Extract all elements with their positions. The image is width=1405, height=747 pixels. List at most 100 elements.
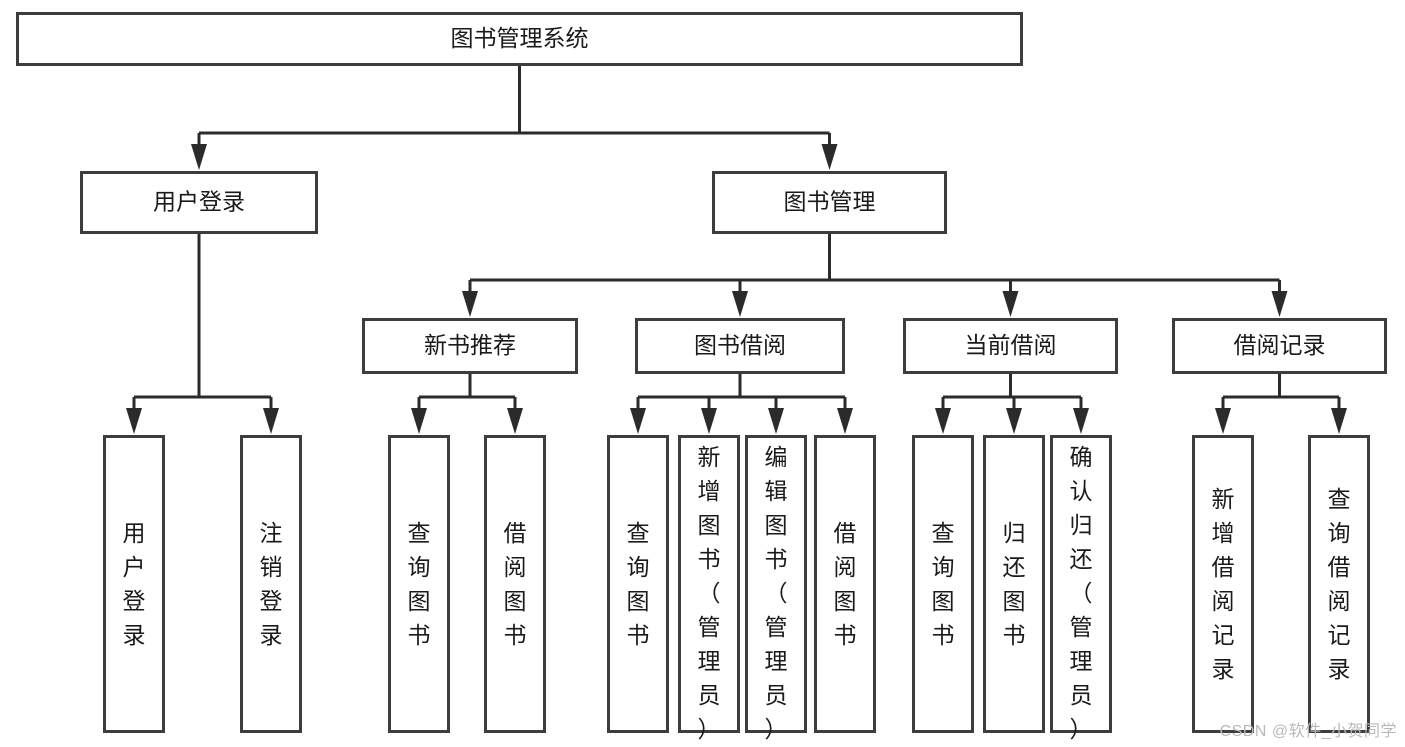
arrowhead-icon: [701, 408, 717, 434]
arrowhead-icon: [126, 408, 142, 434]
node-label-glyph: ）: [698, 716, 721, 742]
node-box[interactable]: [1192, 435, 1254, 733]
node-box[interactable]: [484, 435, 546, 733]
node-label-glyph: 询: [932, 554, 955, 580]
node-label-glyph: 阅: [1212, 588, 1235, 614]
node-l2d[interactable]: 借阅记录: [1172, 318, 1387, 374]
node-layer: 图书管理系统用户登录图书管理新书推荐图书借阅当前借阅借阅记录用户登录注销登录查询…: [16, 12, 1387, 743]
node-label-glyph: 借: [1328, 554, 1351, 580]
node-label-glyph: 录: [1212, 656, 1235, 682]
node-label-glyph: 还: [1070, 546, 1093, 572]
node-box[interactable]: [16, 12, 1023, 66]
node-label: 新书推荐: [424, 332, 516, 358]
node-box[interactable]: [388, 435, 450, 733]
node-l1a[interactable]: 用户登录: [80, 171, 318, 234]
node-label-glyph: 借: [504, 520, 527, 546]
node-label-glyph: （: [765, 580, 788, 606]
node-l2a[interactable]: 新书推荐: [362, 318, 578, 374]
node-box[interactable]: [362, 318, 578, 374]
node-box[interactable]: [912, 435, 974, 733]
node-box[interactable]: [678, 435, 740, 733]
node-label-glyph: 员: [765, 682, 788, 708]
node-l2c[interactable]: 当前借阅: [903, 318, 1118, 374]
node-label-glyph: 借: [1212, 554, 1235, 580]
node-box[interactable]: [745, 435, 807, 733]
node-label-glyph: 书: [627, 622, 650, 648]
node-box[interactable]: [607, 435, 669, 733]
node-label-glyph: 录: [1328, 656, 1351, 682]
node-label-glyph: 书: [408, 622, 431, 648]
node-label-glyph: 图: [698, 512, 721, 538]
node-label-glyph: 归: [1070, 512, 1093, 538]
node-label-glyph: 辑: [765, 478, 788, 504]
node-box[interactable]: [903, 318, 1118, 374]
arrowhead-icon: [1331, 408, 1347, 434]
arrowhead-icon: [821, 144, 838, 170]
node-label: 借阅记录: [1234, 332, 1326, 358]
node-label-glyph: 查: [932, 520, 955, 546]
node-label-glyph: 书: [504, 622, 527, 648]
node-label-glyph: 图: [408, 588, 431, 614]
node-label-glyph: （: [698, 580, 721, 606]
node-label-glyph: 阅: [1328, 588, 1351, 614]
node-label-glyph: 询: [627, 554, 650, 580]
node-label-glyph: 查: [1328, 486, 1351, 512]
node-l2b[interactable]: 图书借阅: [635, 318, 845, 374]
arrowhead-icon: [768, 408, 784, 434]
node-l1b[interactable]: 图书管理: [712, 171, 947, 234]
node-label-glyph: 书: [1003, 622, 1026, 648]
arrowhead-icon: [732, 291, 748, 317]
node-label: 图书借阅: [694, 332, 786, 358]
node-label-glyph: 借: [834, 520, 857, 546]
node-box[interactable]: [814, 435, 876, 733]
node-label-glyph: 理: [698, 648, 721, 674]
node-box[interactable]: [983, 435, 1045, 733]
connector-layer: [126, 66, 1347, 434]
node-label-glyph: ）: [1070, 716, 1093, 742]
node-label-glyph: 查: [627, 520, 650, 546]
node-label-glyph: 理: [765, 648, 788, 674]
node-label: 图书管理: [784, 189, 876, 215]
node-box[interactable]: [240, 435, 302, 733]
node-label-glyph: 登: [123, 588, 146, 614]
node-box[interactable]: [103, 435, 165, 733]
arrowhead-icon: [507, 408, 523, 434]
node-label-glyph: 用: [123, 520, 146, 546]
node-label-glyph: 增: [1212, 520, 1235, 546]
node-label-glyph: 录: [260, 622, 283, 648]
node-box[interactable]: [635, 318, 845, 374]
arrowhead-icon: [630, 408, 646, 434]
node-label-glyph: 归: [1003, 520, 1026, 546]
node-label: 用户登录: [153, 189, 245, 215]
arrowhead-icon: [191, 144, 207, 170]
node-leaf1[interactable]: 用户登录: [103, 435, 165, 733]
node-label-glyph: 图: [504, 588, 527, 614]
node-box[interactable]: [1172, 318, 1387, 374]
node-label-glyph: 认: [1070, 478, 1093, 504]
node-box[interactable]: [712, 171, 947, 234]
node-label-glyph: 录: [123, 622, 146, 648]
node-label-glyph: （: [1070, 580, 1093, 606]
node-root[interactable]: 图书管理系统: [16, 12, 1023, 66]
node-label-glyph: 图: [627, 588, 650, 614]
node-box[interactable]: [1050, 435, 1112, 733]
node-label-glyph: 记: [1328, 622, 1351, 648]
node-box[interactable]: [1308, 435, 1370, 733]
node-label-glyph: 管: [765, 614, 788, 640]
node-label-glyph: 增: [698, 478, 721, 504]
node-box[interactable]: [80, 171, 318, 234]
